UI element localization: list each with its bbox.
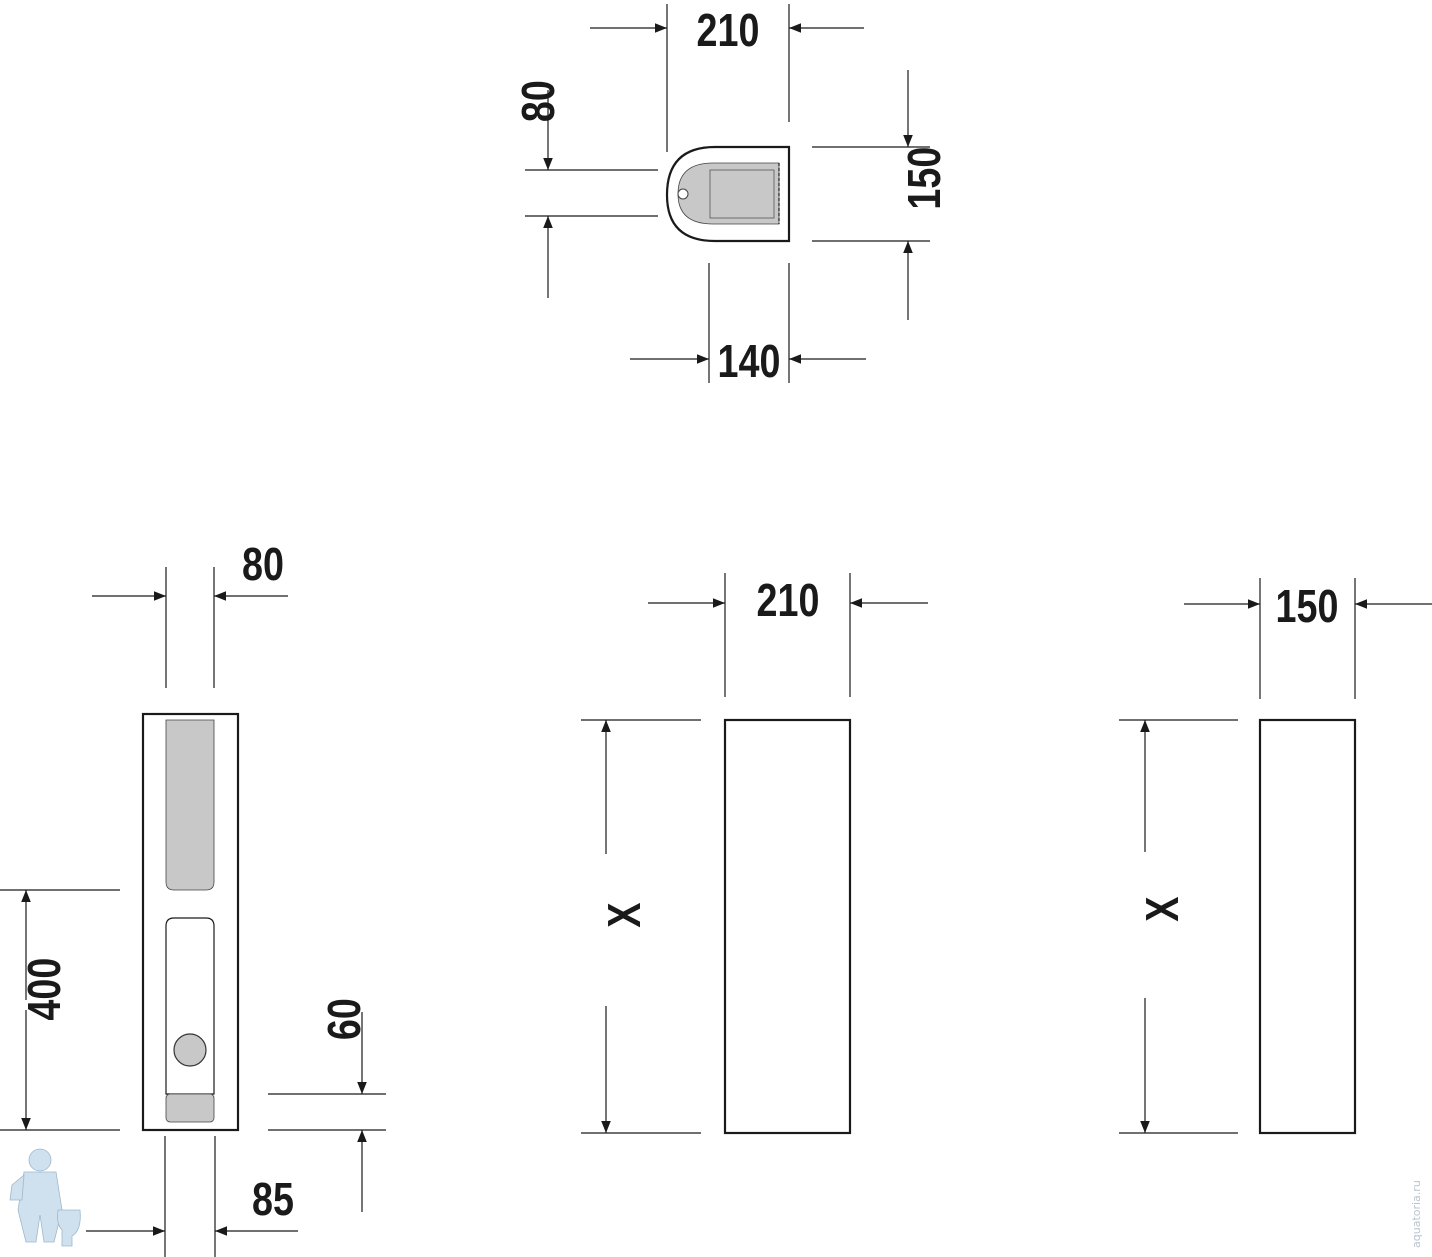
side-view: 80 400 60 85	[0, 538, 386, 1257]
top-offset-label: 80	[512, 80, 563, 122]
side-view-lower-panel	[165, 917, 215, 1095]
top-width-label: 210	[697, 4, 760, 55]
back-panel-view: 150 X	[1119, 578, 1432, 1135]
front-panel-view: 210 X	[581, 573, 928, 1135]
side-offset-label: 60	[318, 998, 369, 1040]
side-view-drain	[173, 1033, 207, 1067]
side-bottom-label: 85	[252, 1173, 294, 1224]
side-width-label: 80	[242, 538, 284, 589]
top-height-label: 150	[898, 147, 949, 210]
back-panel-outline	[1258, 718, 1357, 1135]
side-height-label: 400	[18, 958, 69, 1021]
plumber-logo	[9, 1148, 81, 1247]
top-inner-width-label: 140	[718, 335, 781, 386]
side-view-bottom-block	[165, 1093, 215, 1123]
front-height-label: X	[598, 903, 649, 928]
top-view: 210 80 150 140	[512, 4, 950, 387]
side-view-upper-panel	[165, 719, 215, 891]
front-panel-outline	[723, 718, 852, 1135]
top-view-inner-slot	[709, 169, 775, 219]
top-view-drain	[677, 188, 689, 200]
back-width-label: 150	[1276, 580, 1339, 631]
watermark-text: aquatoria.ru	[1410, 1180, 1423, 1248]
back-height-label: X	[1136, 897, 1187, 922]
front-width-label: 210	[757, 574, 820, 625]
